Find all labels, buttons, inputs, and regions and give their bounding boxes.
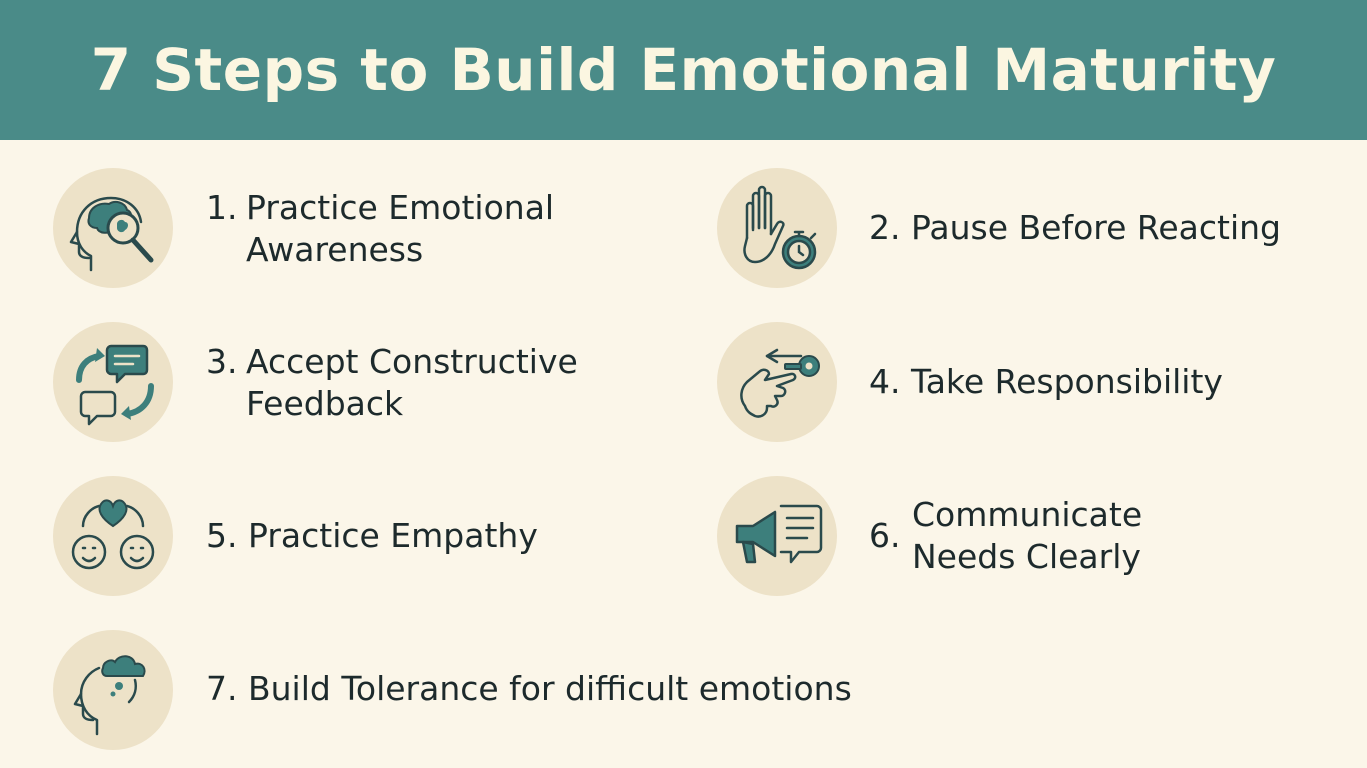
pointing-hand-key-icon: [740, 348, 820, 418]
hand-stopwatch-icon: [743, 185, 817, 270]
step-2-text: 2. Pause Before Reacting: [869, 207, 1281, 249]
faces-heart-icon: [71, 499, 155, 570]
step-6-label: Communicate Needs Clearly: [912, 495, 1143, 576]
step-5-icon-circle: [53, 476, 173, 596]
step-3-label: Accept Constructive Feedback: [246, 342, 578, 423]
step-7-icon-circle: [53, 630, 173, 750]
head-cloud-icon: [73, 655, 146, 736]
step-5-number: 5.: [206, 516, 238, 555]
step-4-icon-circle: [717, 322, 837, 442]
step-2-number: 2.: [869, 208, 901, 247]
step-5-text: 5. Practice Empathy: [206, 515, 538, 557]
page-title: 7 Steps to Build Emotional Maturity: [90, 36, 1277, 104]
megaphone-message-icon: [735, 504, 823, 564]
feedback-cycle-icon: [76, 344, 154, 426]
step-5-label: Practice Empathy: [248, 516, 538, 555]
step-3-text: 3. Accept Constructive Feedback: [206, 341, 646, 425]
step-1-icon-circle: [53, 168, 173, 288]
step-7-label: Build Tolerance for difficult emotions: [248, 669, 852, 708]
step-7-text: 7. Build Tolerance for difficult emotion…: [206, 668, 852, 710]
head-magnifier-icon: [69, 196, 154, 272]
step-7-number: 7.: [206, 669, 238, 708]
step-6-icon-circle: [717, 476, 837, 596]
step-1-text: 1. Practice Emotional Awareness: [206, 187, 626, 271]
step-6-text: 6. Communicate Needs Clearly: [869, 494, 1209, 578]
step-1-label: Practice Emotional Awareness: [246, 188, 555, 269]
title-banner: 7 Steps to Build Emotional Maturity: [0, 0, 1367, 140]
step-4-number: 4.: [869, 362, 901, 401]
step-3-number: 3.: [206, 342, 238, 381]
step-6-number: 6.: [869, 516, 901, 555]
step-4-text: 4. Take Responsibility: [869, 361, 1223, 403]
step-3-icon-circle: [53, 322, 173, 442]
step-1-number: 1.: [206, 188, 238, 227]
step-2-icon-circle: [717, 168, 837, 288]
step-4-label: Take Responsibility: [911, 362, 1223, 401]
step-2-label: Pause Before Reacting: [911, 208, 1282, 247]
